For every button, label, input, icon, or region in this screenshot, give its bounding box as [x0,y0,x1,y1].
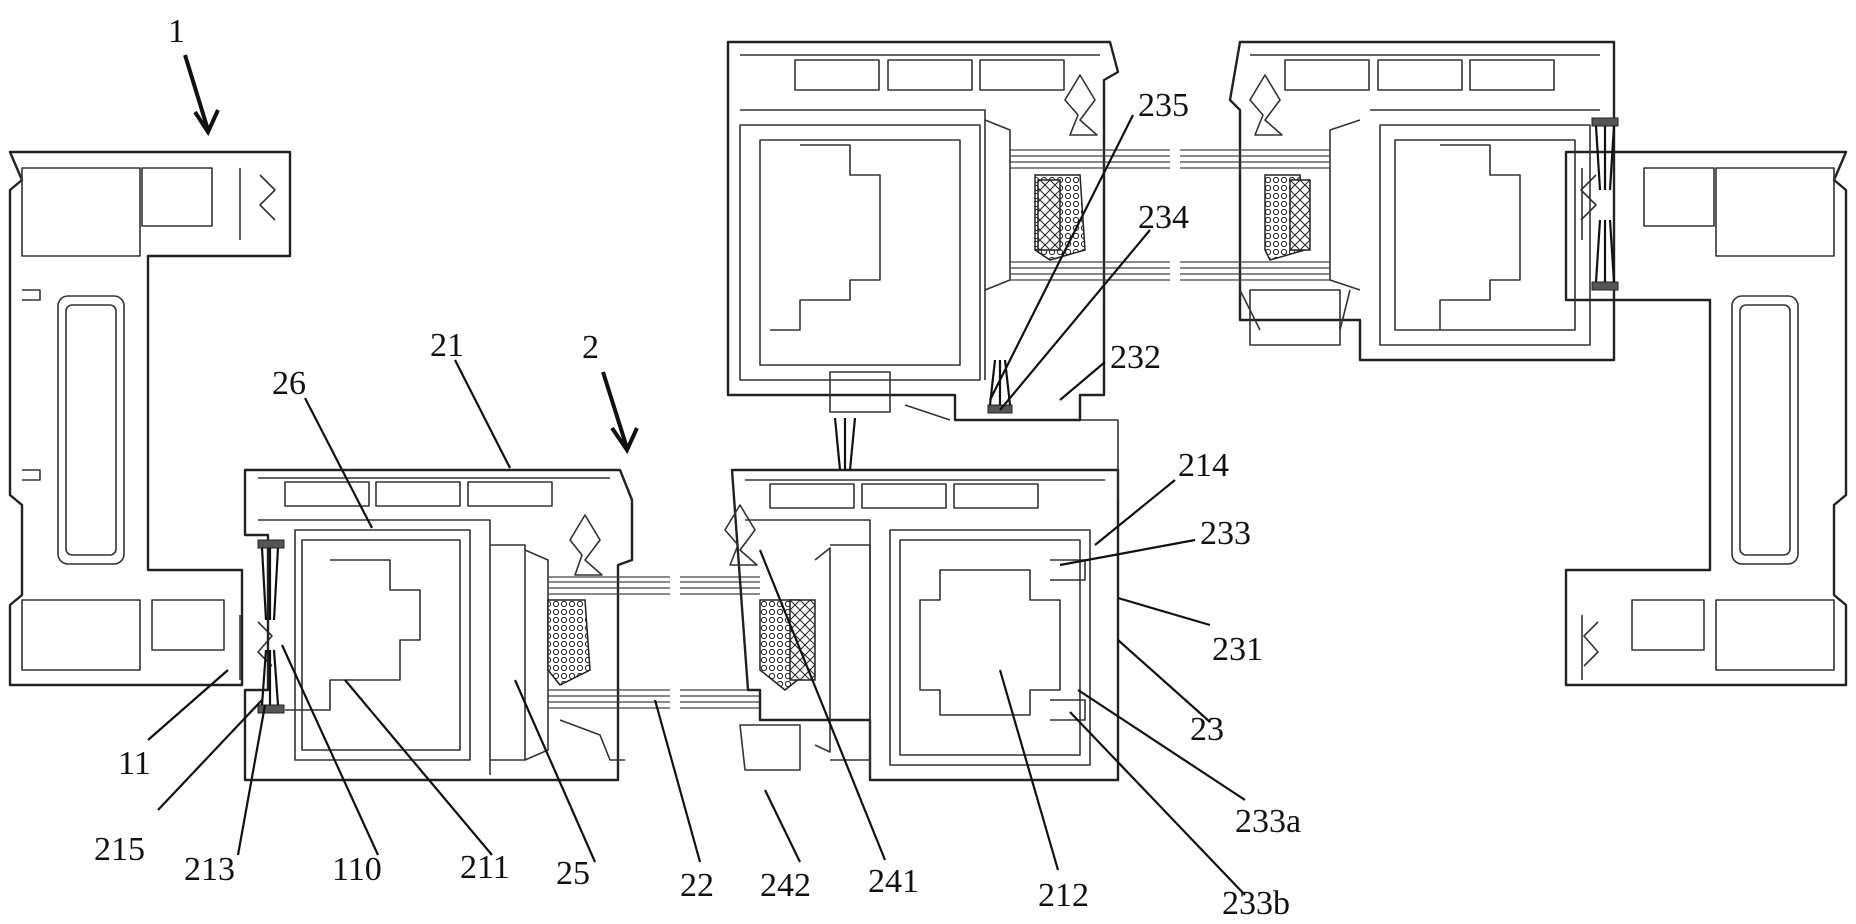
upper-left-sash [726,40,1120,422]
callout-labels: 1 2 21 26 235 234 232 214 233 231 23 233… [94,13,1301,922]
left-glazing-unit [524,549,760,761]
label-214: 214 [1178,447,1229,484]
label-211: 211 [460,849,510,886]
label-25: 25 [556,855,590,892]
label-2: 2 [582,329,599,366]
label-1: 1 [168,13,185,50]
label-23: 23 [1190,711,1224,748]
right-outer-frame [1564,150,1848,687]
label-233: 233 [1200,515,1251,552]
label-233a: 233a [1235,803,1301,840]
upper-glazing-unit [984,119,1361,331]
label-231: 231 [1212,631,1263,668]
label-235: 235 [1138,87,1189,124]
label-232: 232 [1110,339,1161,376]
label-215: 215 [94,831,145,868]
label-11: 11 [118,745,151,782]
label-21: 21 [430,327,464,364]
label-212: 212 [1038,877,1089,914]
left-sash [243,468,634,782]
centre-mullion-sash [724,419,1120,782]
left-outer-frame [8,150,292,687]
label-213: 213 [184,851,235,888]
label-242: 242 [760,867,811,904]
label-233b: 233b [1222,885,1290,922]
upper-right-sash [1228,40,1616,362]
label-241: 241 [868,863,919,900]
leader-lines [147,54,1246,896]
label-110: 110 [332,851,382,888]
label-22: 22 [680,867,714,904]
label-26: 26 [272,365,306,402]
label-234: 234 [1138,199,1189,236]
